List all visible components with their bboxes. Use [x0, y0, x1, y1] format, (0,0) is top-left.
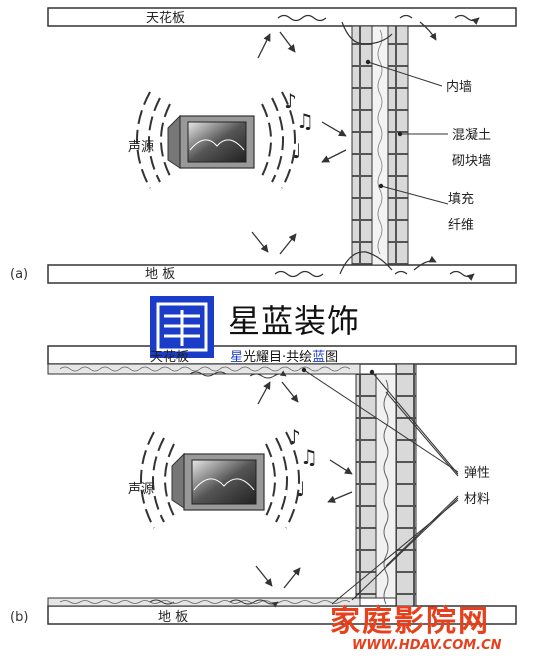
tv-icon: [167, 114, 255, 169]
fiber-label-1: 填充: [448, 192, 475, 207]
ceiling-slab-a: [47, 7, 517, 27]
elastic-layer-floor: [47, 597, 361, 607]
diagram-b-tag: (b): [10, 610, 29, 625]
sound-arrow-b3: [329, 459, 353, 475]
sound-path-ceiling-b: [189, 372, 286, 378]
diagram-a-tag: (a): [10, 267, 29, 282]
elastic-layer-wall: [375, 373, 397, 599]
music-note-icon: ♫: [296, 109, 314, 133]
sound-arrow-a1: [257, 33, 271, 59]
flanking-arrow-ceiling-a: [341, 21, 393, 45]
sound-arrow-b5: [255, 565, 273, 587]
elastic-label-1: 弹性: [464, 466, 491, 481]
brand-logo: [150, 296, 214, 358]
floor-label-a: 地 板: [145, 267, 176, 282]
fiber-label-2: 纤维: [448, 218, 475, 233]
ceiling-label-a: 天花板: [146, 11, 186, 26]
sound-arrow-a2: [279, 31, 296, 53]
music-note-icon: ♪: [284, 89, 297, 113]
floor-label-b: 地 板: [158, 610, 189, 625]
slogan-part-4: 图: [325, 350, 339, 365]
sound-wave-left-a: [136, 91, 171, 189]
sound-wave-right-a: [261, 91, 296, 189]
elastic-layer-ceiling: [47, 363, 361, 375]
sound-arrow-a6: [279, 233, 297, 255]
flanking-arrow-ceiling-b: [419, 21, 437, 41]
floor-slab-a: [47, 264, 517, 284]
sound-arrow-b2: [281, 381, 299, 403]
sound-wave-left-b: [140, 431, 175, 529]
sound-path-floor-b: [149, 600, 278, 604]
leader-fiber: [380, 185, 449, 205]
elastic-squiggle-floor: [59, 600, 351, 604]
sound-arrow-b1: [257, 381, 271, 405]
music-note-icon: ♪: [288, 425, 301, 449]
sound-path-floor-a: [274, 272, 474, 277]
sound-source-label-a: 声源: [128, 140, 155, 155]
music-note-icon: ♫: [300, 445, 318, 469]
diagram-b: ♪ ♫ ♩: [47, 345, 517, 625]
elastic-squiggle-ceiling: [59, 366, 351, 372]
sound-wave-right-b: [265, 431, 300, 529]
slogan-part-2: 光耀目·共绘: [243, 350, 313, 365]
music-note-icon: ♩: [292, 139, 301, 163]
sound-arrow-a3: [321, 121, 347, 137]
tv-icon: [171, 452, 265, 511]
site-url: WWW.HDAV.COM.CN: [352, 638, 502, 653]
flanking-arrow-floor-b: [413, 255, 437, 271]
block-wall-label-1: 混凝土: [452, 128, 492, 143]
block-wall-label-2: 砌块墙: [452, 154, 492, 169]
inner-wall-label: 内墙: [446, 80, 473, 95]
concrete-block-wall-a: [387, 25, 409, 266]
slogan-part-3: 蓝: [312, 350, 326, 365]
sound-arrow-a4: [321, 149, 347, 163]
elastic-squiggle-wall: [383, 379, 389, 605]
ceiling-label-b: 天花板: [150, 350, 190, 365]
elastic-label-2: 材料: [464, 492, 491, 507]
brand-slogan: 星光耀目·共绘蓝图: [230, 346, 338, 365]
elastic-material-leaders: [303, 369, 459, 605]
concrete-block-wall-b: [395, 363, 417, 607]
flanking-arrow-floor-a: [339, 251, 393, 275]
sound-arrow-b4: [327, 491, 353, 503]
sound-arrow-a5: [251, 231, 269, 253]
leader-inner-wall: [367, 61, 443, 87]
slogan-part-1: 星: [230, 350, 244, 365]
site-name: 家庭影院网: [330, 604, 490, 639]
sound-source-label-b: 声源: [128, 482, 155, 497]
brand-name: 星蓝装饰: [228, 302, 361, 340]
inner-wall-b: [355, 373, 377, 599]
diagram-a: ♪ ♫ ♩: [47, 7, 517, 284]
music-note-icon: ♩: [296, 477, 305, 501]
sound-path-ceiling-a: [277, 16, 479, 21]
sound-arrow-b6: [283, 567, 301, 589]
